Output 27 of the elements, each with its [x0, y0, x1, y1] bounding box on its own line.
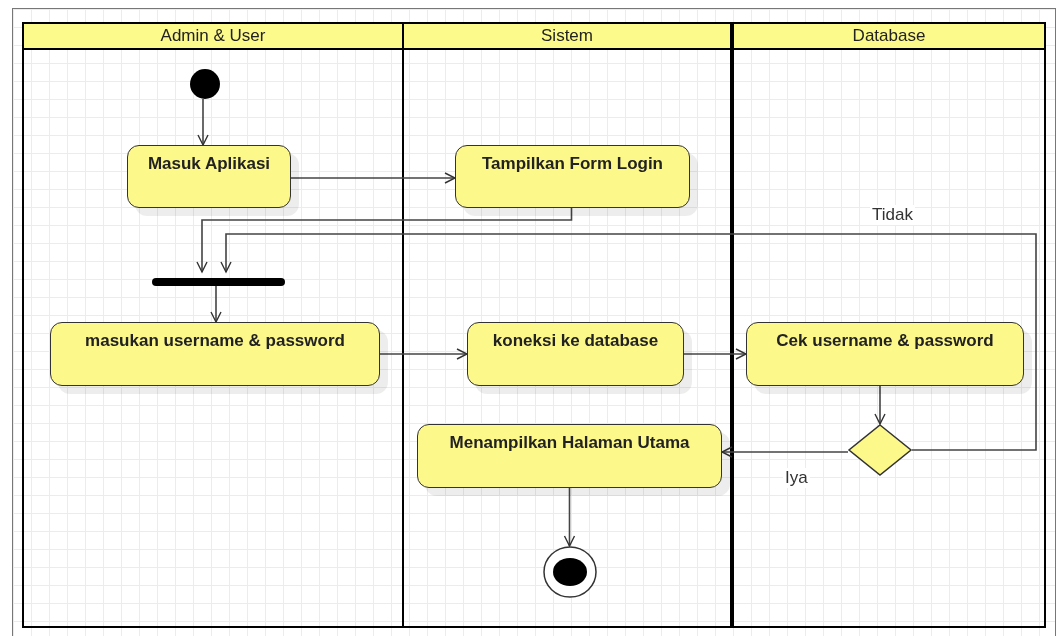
arrow [874, 385, 886, 425]
activity-box: Masuk Aplikasi [127, 145, 291, 208]
swimlane [732, 22, 1046, 628]
arrow [563, 487, 576, 547]
activity-box: Cek username & password [746, 322, 1024, 386]
edge-label: Iya [783, 468, 810, 488]
arrow [220, 233, 1037, 451]
fork-bar [152, 278, 285, 286]
arrow [197, 98, 209, 146]
arrow [288, 172, 456, 184]
lane-header: Sistem [402, 22, 732, 50]
lane-header: Database [732, 22, 1046, 50]
arrow [196, 207, 573, 273]
activity-box: koneksi ke database [467, 322, 684, 386]
activity-box: masukan username & password [50, 322, 380, 386]
arrow [683, 348, 747, 360]
swimlane [402, 22, 732, 628]
arrow [377, 348, 468, 360]
activity-box: Menampilkan Halaman Utama [417, 424, 722, 488]
decision-diamond [848, 424, 912, 476]
edge-label: Tidak [870, 205, 915, 225]
arrow [721, 446, 849, 458]
start-node [190, 69, 220, 99]
activity-box: Tampilkan Form Login [455, 145, 690, 208]
swimlane [22, 22, 404, 628]
end-node [543, 546, 597, 598]
lane-header: Admin & User [22, 22, 404, 50]
